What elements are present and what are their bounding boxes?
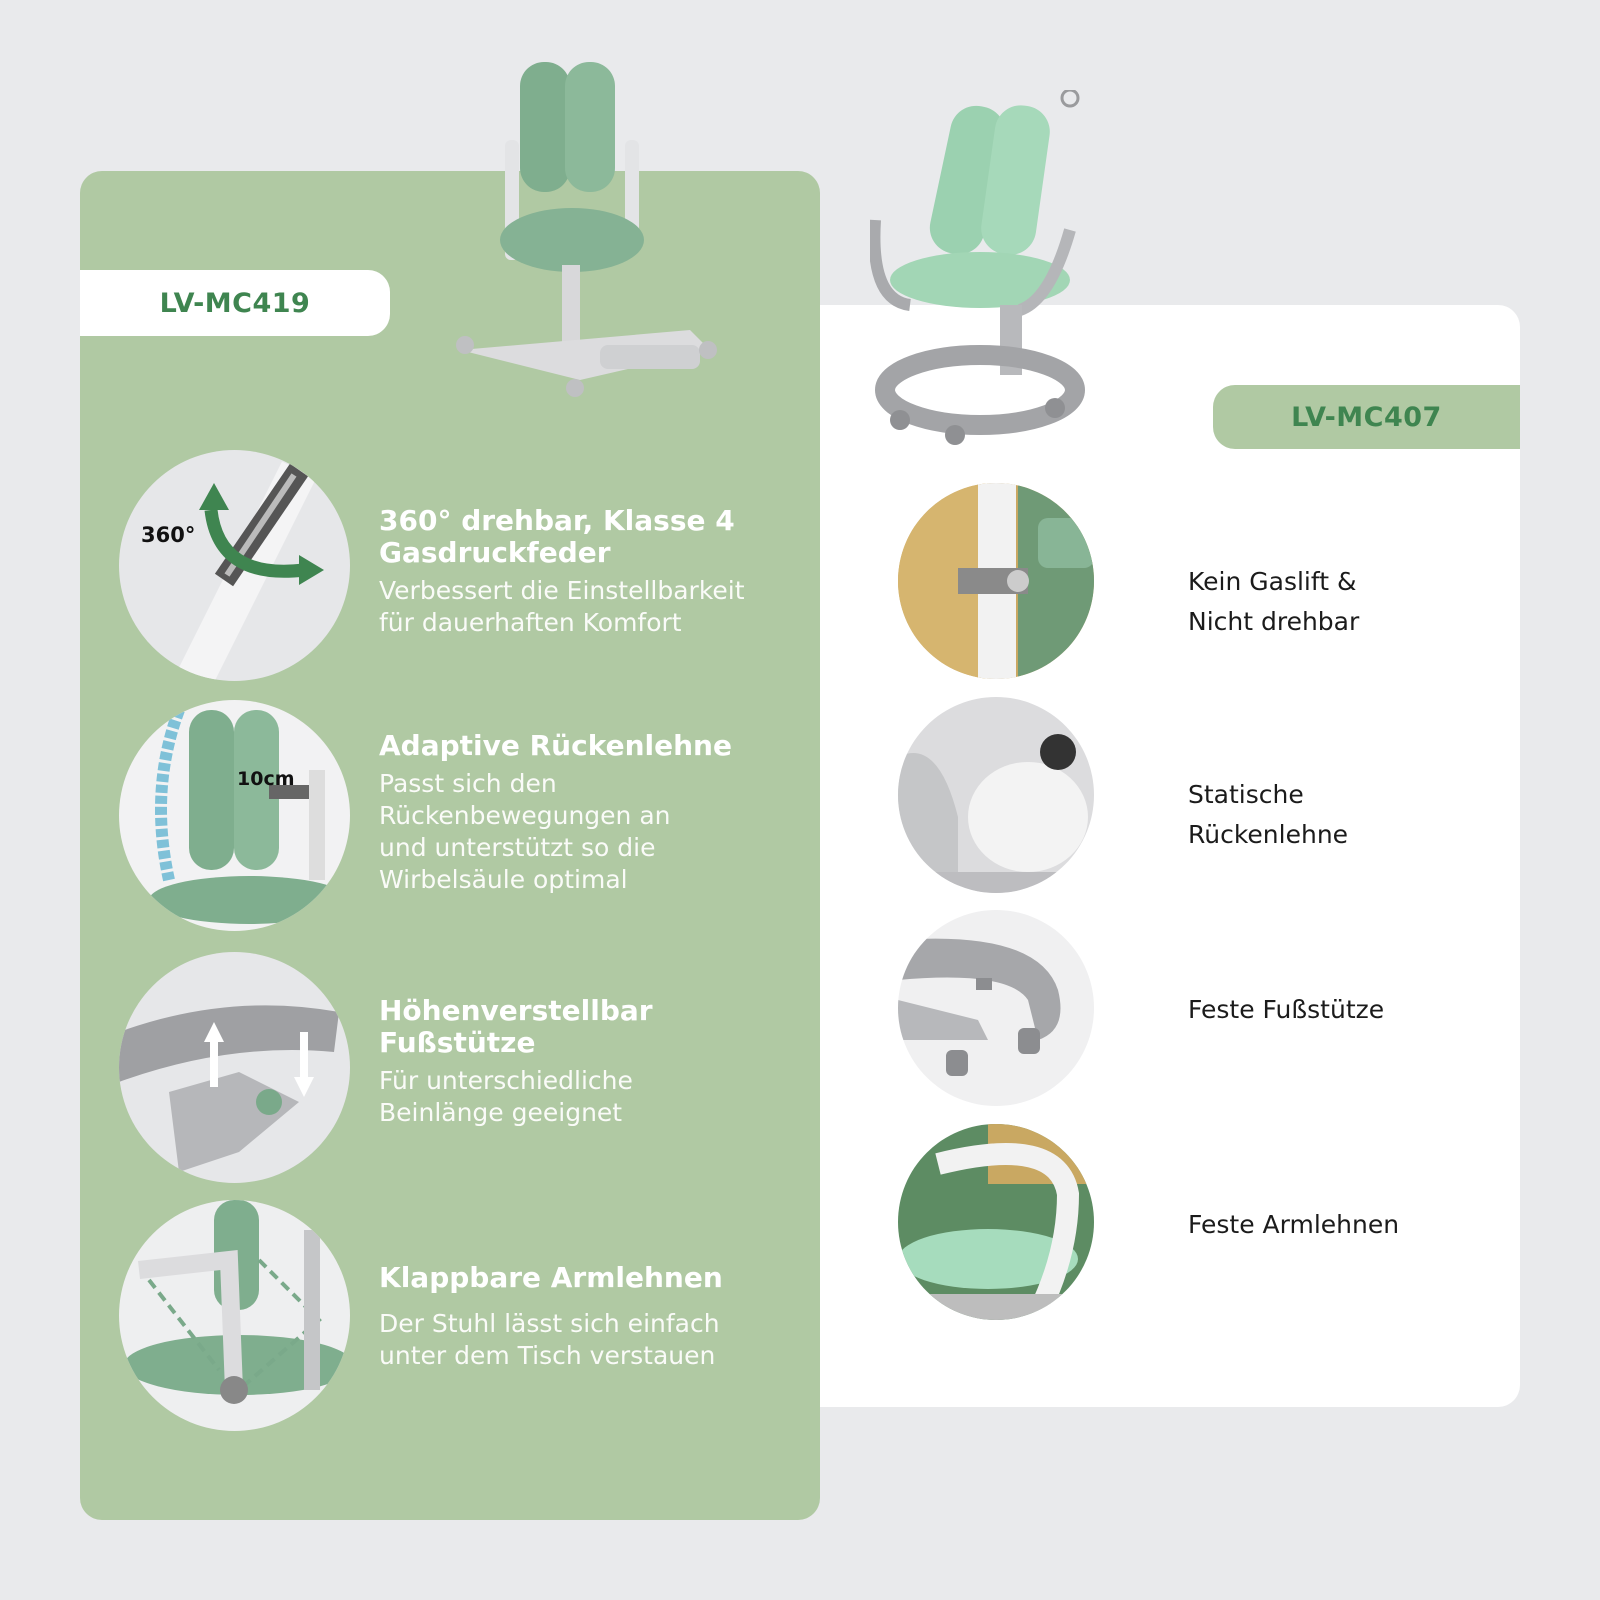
feature-desc: Für unterschiedliche [379,1066,633,1095]
folding-armrest-icon [119,1200,350,1431]
feature-text: Kein Gaslift & [1188,567,1357,596]
adaptive-backrest-icon: 10cm [119,700,350,931]
feature-text: Feste Armlehnen [1188,1210,1400,1239]
gas-spring-rotate-icon: 360° [119,450,350,681]
feature-title: Klappbare Armlehnen [379,1261,723,1294]
fixed-footrest-icon [898,910,1094,1106]
feature-fixed-armrests: Feste Armlehnen [1188,1205,1399,1245]
fixed-height-column-icon [898,483,1094,679]
feature-text: Statische [1188,780,1304,809]
lv-mc419-chair-image [456,62,717,397]
feature-fixed-footrest: Feste Fußstütze [1188,990,1384,1030]
feature-desc: Passt sich den [379,769,557,798]
feature-desc: und unterstützt so die [379,833,656,862]
feature-title: Gasdruckfeder [379,536,611,569]
feature-desc: unter dem Tisch verstauen [379,1341,716,1370]
lv-mc419-model-tag: LV-MC419 [80,270,390,336]
feature-text: Feste Fußstütze [1188,995,1385,1024]
svg-text:10cm: 10cm [237,768,295,790]
feature-desc: Verbessert die Einstellbarkeit [379,576,745,605]
feature-desc: Rückenbewegungen an [379,801,671,830]
lv-mc407-model-tag: LV-MC407 [1213,385,1520,449]
adjustable-footrest-icon [119,952,350,1183]
feature-title: Höhenverstellbar [379,994,653,1027]
feature-folding-armrests: Klappbare Armlehnen Der Stuhl lässt sich… [379,1262,809,1372]
feature-desc: Der Stuhl lässt sich einfach [379,1309,720,1338]
svg-text:360°: 360° [141,523,195,547]
feature-title: Adaptive Rückenlehne [379,729,732,762]
fixed-armrest-icon [898,1124,1094,1320]
feature-desc: für dauerhaften Komfort [379,608,682,637]
feature-text: Nicht drehbar [1188,607,1360,636]
feature-text: Rückenlehne [1188,820,1349,849]
feature-desc: Beinlänge geeignet [379,1098,623,1127]
static-backrest-icon [898,697,1094,893]
feature-title: 360° drehbar, Klasse 4 [379,504,735,537]
feature-desc: Wirbelsäule optimal [379,865,628,894]
lv-mc407-chair-image [870,90,1085,445]
feature-no-gaslift: Kein Gaslift & Nicht drehbar [1188,562,1359,642]
feature-title: Fußstütze [379,1026,536,1059]
